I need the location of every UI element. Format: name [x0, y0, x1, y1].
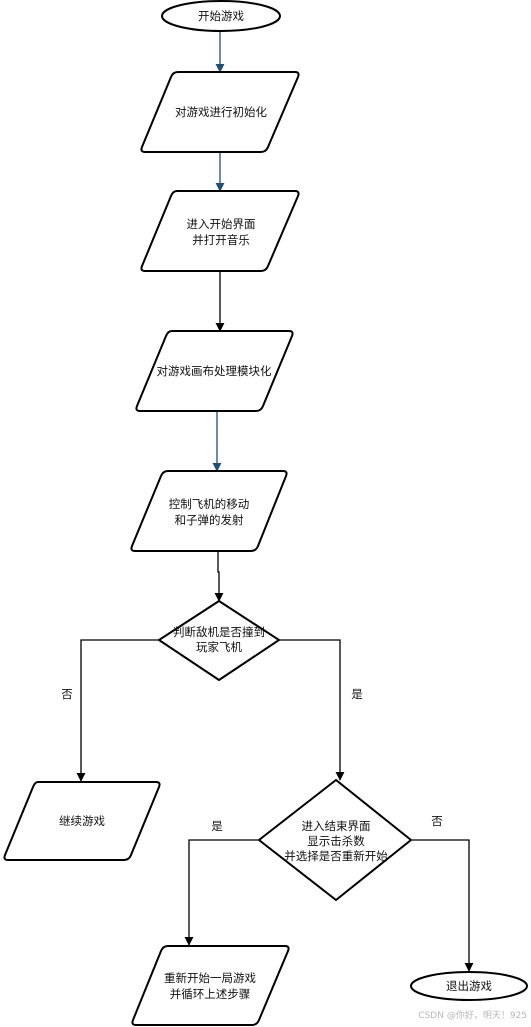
node-start: 开始游戏 [161, 0, 281, 32]
node-control: 控制飞机的移动 和子弹的发射 [130, 470, 288, 552]
node-enter-start: 进入开始界面 并打开音乐 [140, 190, 300, 272]
node-end-screen-label-line2: 显示击杀数 [307, 834, 365, 848]
edges [76, 32, 474, 972]
node-end-screen-label-line3: 并选择是否重新开始 [284, 849, 388, 863]
parallelogram-shape [135, 330, 294, 412]
node-init-label: 对游戏进行初始化 [175, 105, 267, 119]
node-restart-label-line1: 重新开始一局游戏 [164, 971, 256, 985]
parallelogram-shape [140, 190, 300, 272]
node-restart: 重新开始一局游戏 并循环上述步骤 [131, 945, 290, 1026]
node-init: 对游戏进行初始化 [140, 71, 300, 153]
node-restart-label-line2: 并循环上述步骤 [170, 987, 251, 1001]
node-end-screen-label-line1: 进入结束界面 [302, 819, 371, 833]
parallelogram-shape [130, 470, 288, 552]
node-quit: 退出游戏 [410, 971, 528, 1001]
decision-diamond-shape [257, 778, 413, 902]
decision-diamond-shape [157, 599, 281, 682]
node-collision-label-line2: 玩家飞机 [196, 640, 242, 654]
edge-label-no-left: 否 [61, 687, 73, 701]
node-quit-label: 退出游戏 [446, 979, 492, 993]
edge-end-screen-to-quit [411, 839, 474, 972]
node-control-label-line1: 控制飞机的移动 [169, 497, 250, 511]
parallelogram-shape [140, 71, 300, 153]
edge-end-screen-to-restart [184, 839, 259, 946]
node-modularize-label: 对游戏画布处理模块化 [157, 364, 272, 378]
edge-label-yes-restart: 是 [211, 819, 223, 833]
edge-collision-to-end-screen [279, 639, 345, 781]
terminal-shape [410, 971, 528, 1001]
parallelogram-shape [131, 945, 290, 1026]
node-continue: 继续游戏 [3, 781, 161, 861]
edge-collision-to-continue [76, 639, 159, 782]
node-enter-start-label-line1: 进入开始界面 [187, 217, 256, 231]
node-enter-start-label-line2: 并打开音乐 [192, 233, 250, 247]
node-modularize: 对游戏画布处理模块化 [135, 330, 294, 412]
node-collision: 判断敌机是否撞到 玩家飞机 [157, 599, 281, 682]
terminal-shape [161, 0, 281, 32]
edge-control-to-collision [214, 552, 224, 602]
node-continue-label: 继续游戏 [59, 814, 105, 828]
parallelogram-shape [3, 781, 161, 861]
node-collision-label-line1: 判断敌机是否撞到 [173, 625, 265, 639]
node-control-label-line2: 和子弹的发射 [175, 513, 244, 527]
edge-label-no-quit: 否 [431, 814, 443, 828]
node-start-label: 开始游戏 [198, 9, 244, 23]
watermark-text: CSDN @你好，明天！925 [418, 1009, 527, 1021]
node-end-screen: 进入结束界面 显示击杀数 并选择是否重新开始 [257, 778, 413, 902]
edge-label-yes-right: 是 [351, 687, 363, 701]
